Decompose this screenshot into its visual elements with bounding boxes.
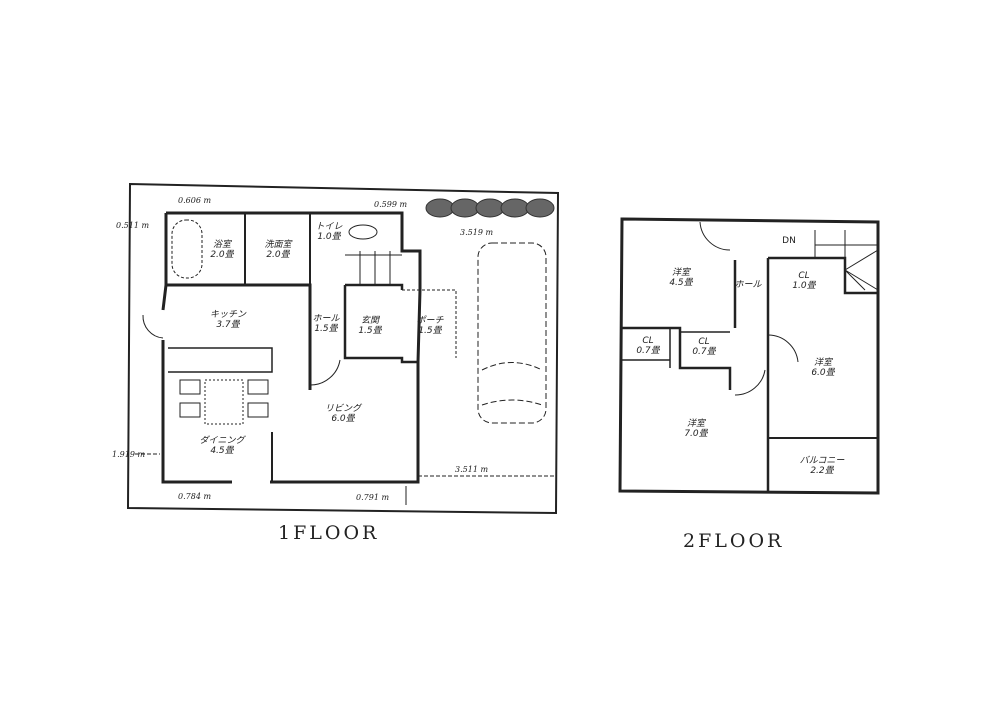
floor1-title: 1FLOOR: [278, 522, 380, 544]
floor2-title: 2FLOOR: [683, 530, 785, 552]
room-hall-2f: ホール: [734, 280, 762, 290]
hedge: [425, 198, 555, 218]
dimension-label: 0.791 m: [356, 493, 390, 502]
dimension-label: 0.599 m: [374, 200, 408, 209]
dimension-label: 0.784 m: [178, 492, 212, 501]
dimension-label: 0.511 m: [116, 221, 150, 230]
dimension-label: 1.919 m: [112, 450, 146, 459]
stair-down-label: DN: [782, 236, 796, 246]
car-parking: [477, 242, 547, 424]
floor2-plan: [618, 217, 880, 495]
dimension-label: 0.606 m: [178, 196, 212, 205]
dimension-label: 3.511 m: [455, 465, 489, 474]
dimension-label: 3.519 m: [460, 228, 494, 237]
floor1-plan: [126, 182, 560, 515]
